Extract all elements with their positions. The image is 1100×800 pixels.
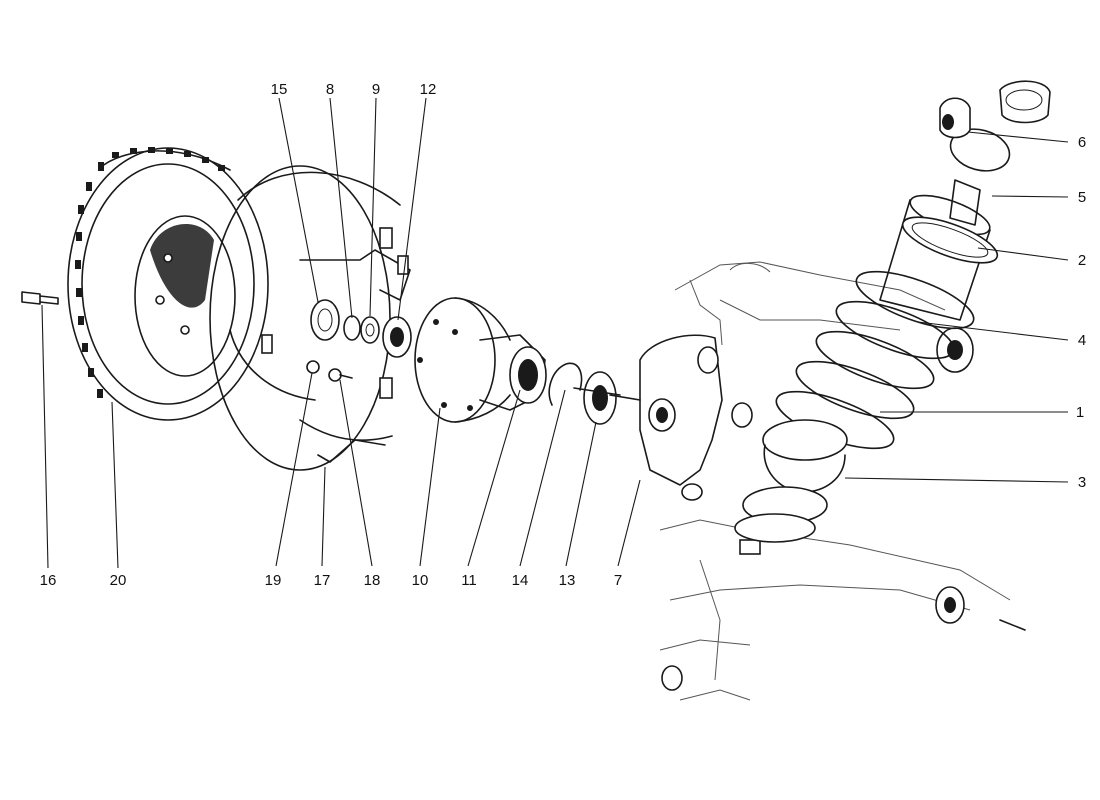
brake-disc [67, 147, 269, 421]
callout-labels: 15 8 9 12 6 5 2 4 1 3 16 20 19 17 18 10 … [40, 81, 1087, 589]
washer-9 [360, 316, 380, 344]
lower-wishbone [659, 519, 1026, 701]
upright [609, 334, 753, 501]
callout-17: 17 [314, 572, 331, 589]
callout-4: 4 [1078, 332, 1086, 349]
bolt-16 [21, 291, 59, 305]
callout-12: 12 [420, 81, 437, 98]
chassis-bracket [674, 261, 974, 373]
bearing-13 [573, 371, 621, 425]
leader-lines [41, 97, 1069, 569]
callout-18: 18 [364, 572, 381, 589]
callout-15: 15 [271, 81, 288, 98]
callout-11: 11 [461, 572, 477, 589]
callout-3: 3 [1078, 474, 1086, 491]
shock-absorber [879, 128, 1011, 321]
bolt-18 [328, 368, 353, 382]
seal-15 [310, 299, 340, 341]
callout-9: 9 [372, 81, 380, 98]
callout-13: 13 [559, 572, 576, 589]
callout-10: 10 [412, 572, 429, 589]
bump-stop-boot [734, 419, 848, 543]
callout-14: 14 [512, 572, 529, 589]
callout-7: 7 [614, 572, 622, 589]
callout-2: 2 [1078, 252, 1086, 269]
callout-20: 20 [110, 572, 127, 589]
washer-8 [343, 315, 361, 341]
wheel-hub [414, 297, 547, 423]
upper-spring-seat [901, 216, 999, 264]
callout-16: 16 [40, 572, 57, 589]
nut-19 [306, 360, 320, 374]
callout-5: 5 [1078, 189, 1086, 206]
top-mount [939, 80, 1051, 139]
bearing-12 [382, 316, 412, 358]
circlip-14 [548, 362, 583, 406]
callout-19: 19 [265, 572, 282, 589]
dust-shield [209, 165, 411, 471]
callout-8: 8 [326, 81, 334, 98]
callout-1: 1 [1076, 404, 1084, 421]
callout-6: 6 [1078, 134, 1086, 151]
